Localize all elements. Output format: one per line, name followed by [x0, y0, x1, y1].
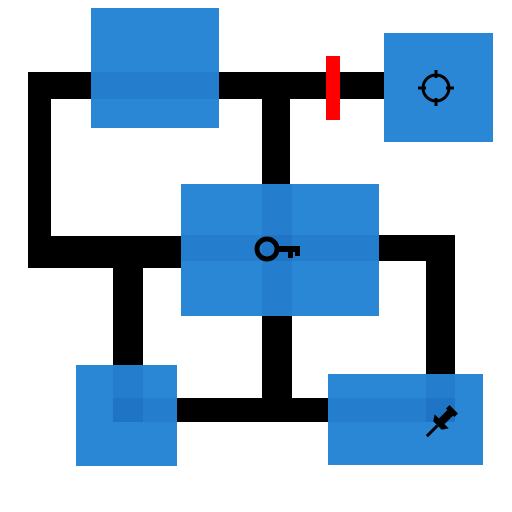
path-right-vertical [426, 235, 455, 377]
room-top-right[interactable] [384, 33, 493, 142]
room-bottom-left-corridor-overlap [113, 365, 143, 422]
room-bottom-left[interactable] [76, 365, 177, 466]
path-bottom-horizontal [176, 398, 330, 422]
room-bottom-right[interactable] [328, 374, 483, 465]
path-left-vertical [28, 72, 51, 268]
path-center-vertical-bottom [262, 312, 292, 402]
room-center[interactable] [181, 184, 379, 316]
room-top-left[interactable] [91, 8, 219, 128]
room-top-left-corridor-overlap [91, 72, 219, 99]
room-bottom-left-corridor-overlap-horizontal [113, 398, 177, 422]
pin-icon[interactable] [421, 402, 461, 442]
crosshair-icon[interactable] [416, 68, 456, 108]
key-icon[interactable] [254, 234, 302, 264]
locked-door[interactable] [326, 56, 340, 120]
path-lower-left-vertical [113, 262, 143, 367]
path-center-vertical-top [262, 72, 290, 187]
path-middle-left-horizontal [28, 236, 183, 268]
